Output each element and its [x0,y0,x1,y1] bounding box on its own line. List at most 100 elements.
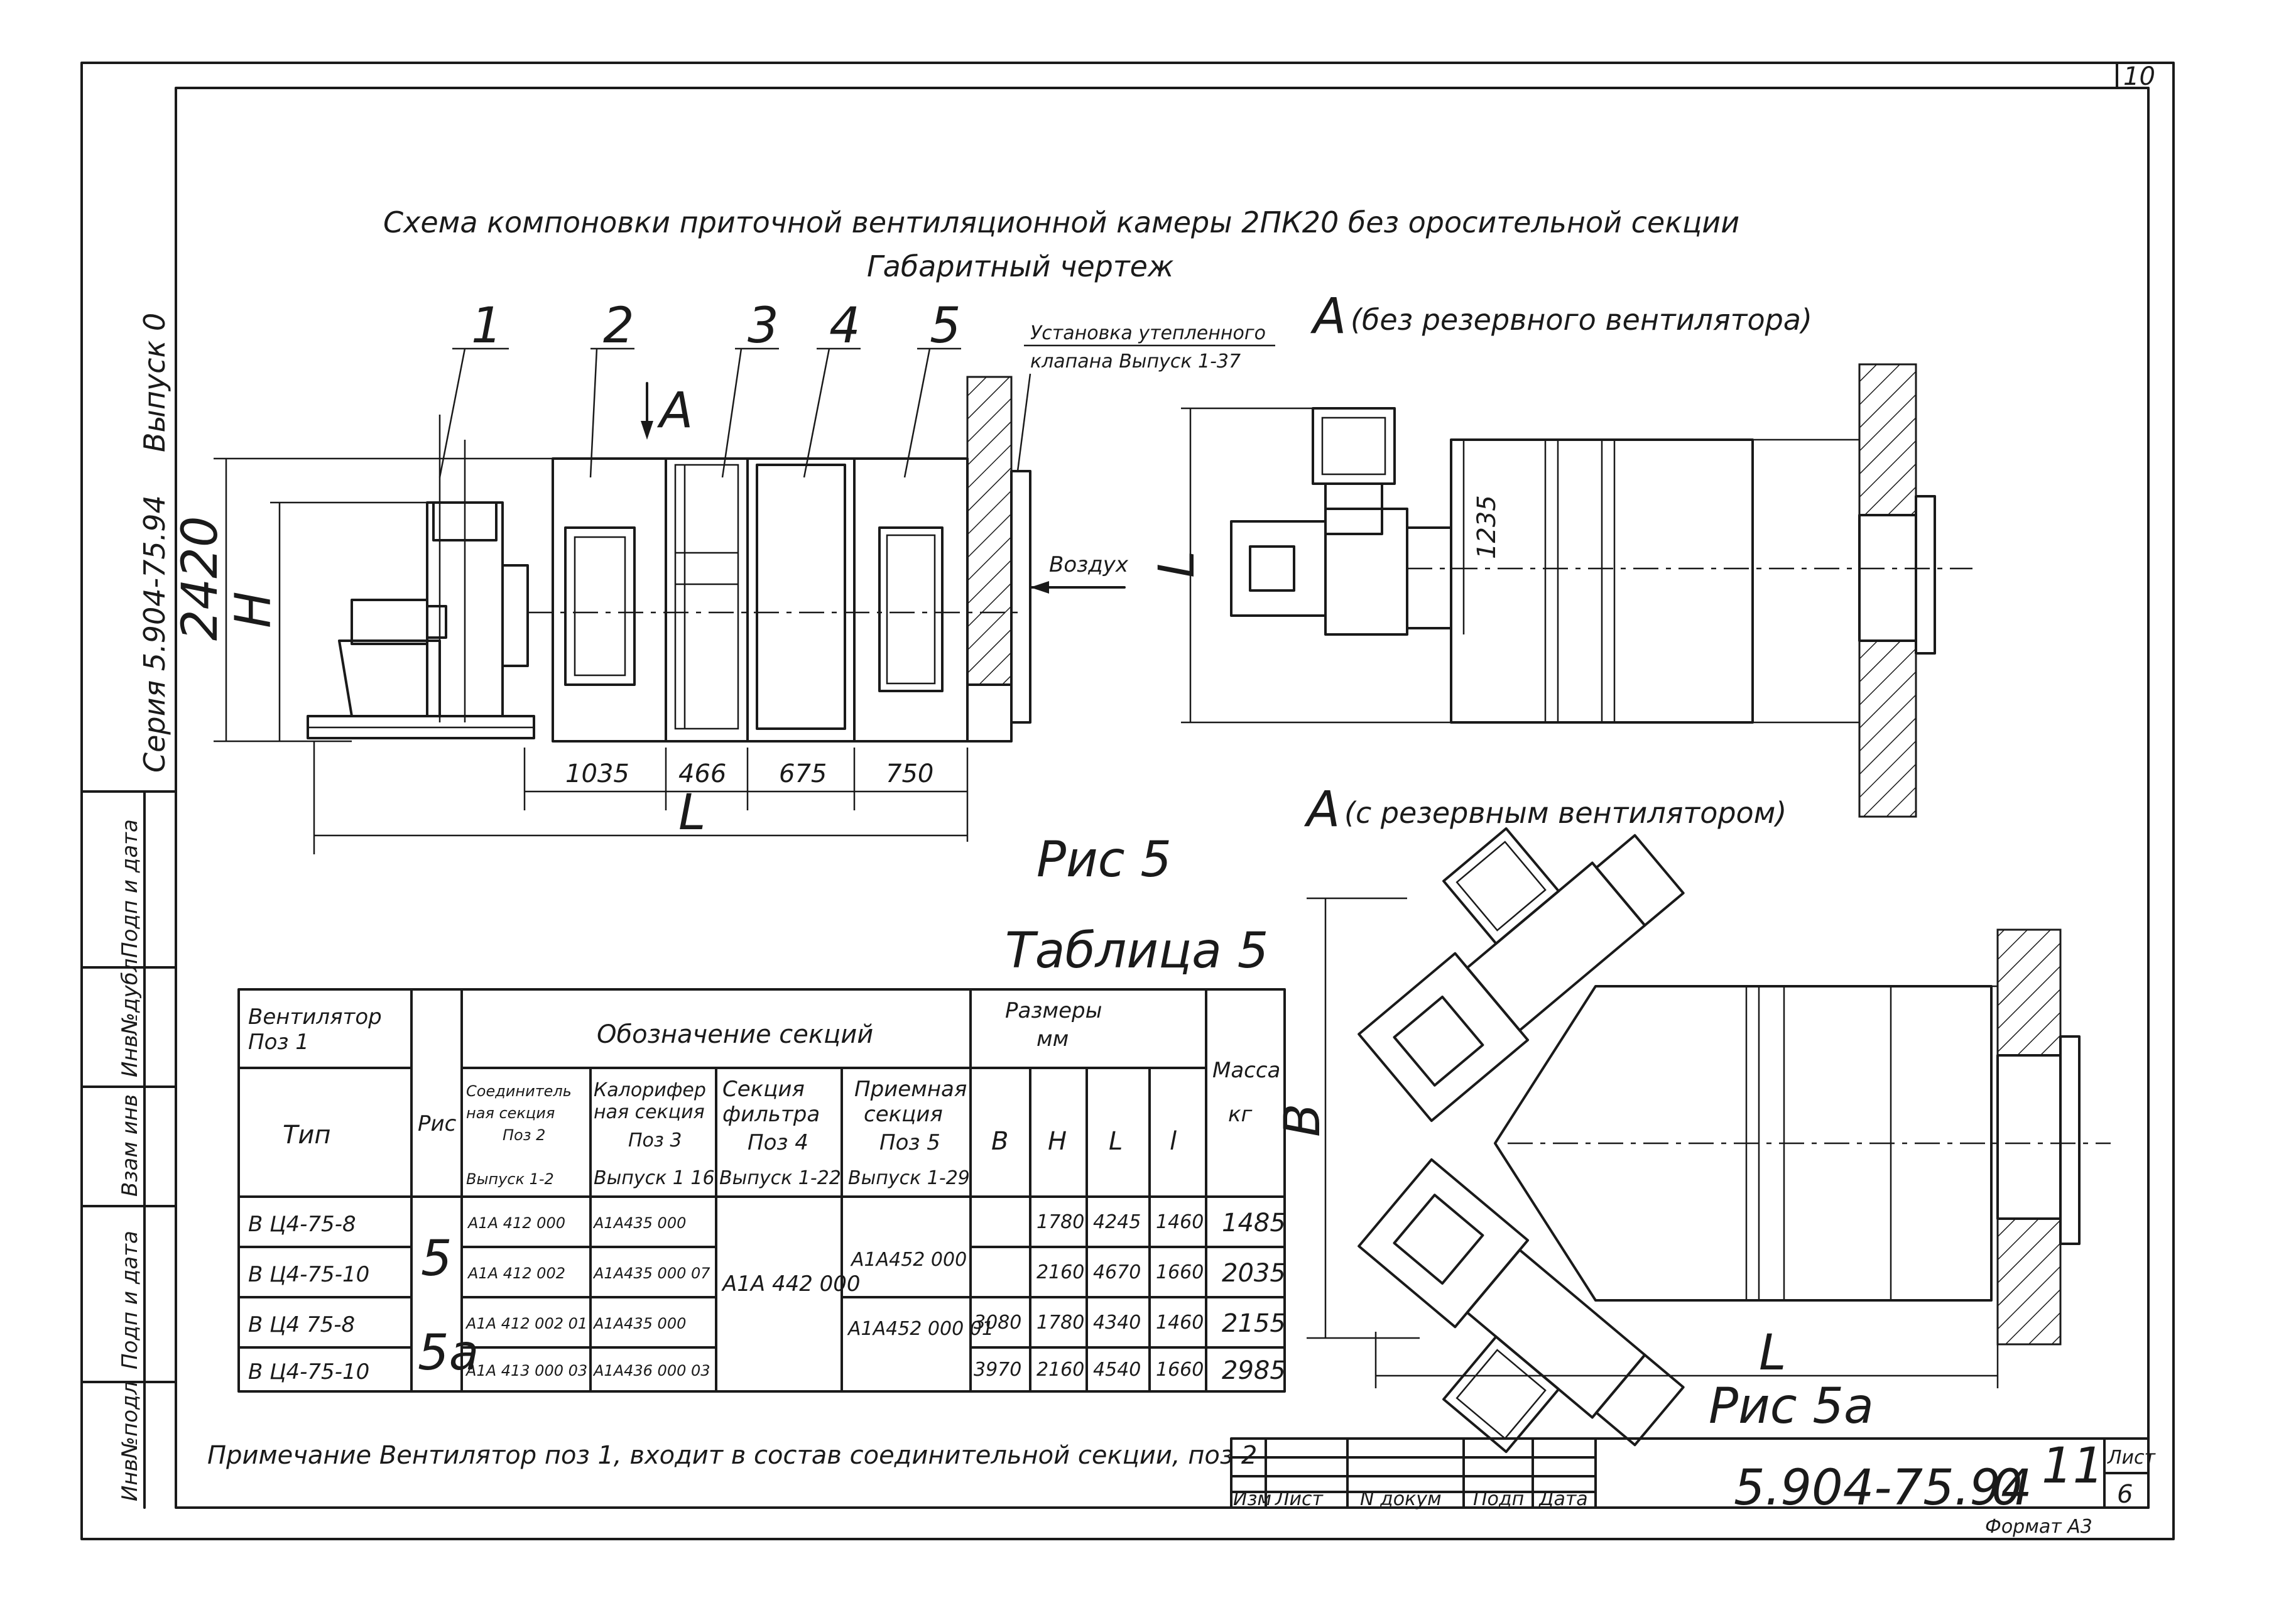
cell-heater: А1А436 000 03 [592,1362,710,1379]
recv-value-2: А1А452 000 01 [847,1318,994,1340]
stamp-col-list: Лист [1275,1488,1324,1510]
sub-recv-1: Приемная [854,1077,967,1102]
cell-b: 3080 [974,1312,1021,1334]
dim-1035: 1035 [565,759,629,788]
sub-filter-3: Поз 4 [748,1130,808,1155]
left-strip: Инв№подл Подп и дата Взам инв Инв№дубл П… [80,313,177,1509]
view-a-with-standby: A (с резервным вентилятором) [1275,781,2111,1454]
table-row: В Ц4-75-8 А1А 412 000 А1А435 000 1780 42… [248,1209,1286,1238]
th-type: Тип [283,1121,331,1150]
air-label: Воздух [1049,552,1129,577]
title-block: Изм Лист N докум Подп Дата 5.904-75.94 0… [1230,1437,2157,1538]
dim-675: 675 [779,759,827,788]
strip-label-4: Инв№дубл [117,959,143,1077]
fig-value-5a: 5а [418,1325,479,1381]
sub-conn-2: ная секция [466,1104,555,1122]
cell-h: 2160 [1036,1261,1084,1283]
position-1: 1 [471,298,503,354]
view-a1-title: (без резервного вентилятора) [1351,303,1812,337]
sub-heat-2: ная секция [594,1101,705,1123]
strip-label-2: Подп и дата [117,1231,143,1369]
th-sections: Обозначение секций [597,1020,873,1049]
cell-l: 1460 [1156,1211,1204,1233]
position-4: 4 [829,298,861,354]
sub-conn-3: Поз 2 [503,1126,545,1144]
cell-l: 1460 [1156,1312,1204,1334]
view-a2-letter: A [1303,781,1340,838]
fig-value-5: 5 [421,1231,452,1287]
sub-heat-4: Выпуск 1 16 [594,1167,715,1189]
cell-L: 4540 [1093,1359,1141,1381]
damper-callout-1: Установка утепленного [1030,322,1266,344]
sub-size-L: L [1109,1127,1123,1156]
footnote: Примечание Вентилятор поз 1, входит в со… [207,1441,1257,1470]
length-l: L [678,785,705,841]
stamp-col-izm: Изм [1233,1488,1271,1510]
sub-size-b: В [991,1127,1008,1156]
fig5a-caption: Рис 5а [1709,1378,1874,1435]
dim-750: 750 [886,759,933,788]
view-a2-dim-l: L [1759,1325,1786,1381]
stamp-sheet-label: Лист [2107,1447,2157,1469]
view-a-without-standby: A (без резервного вентилятора) L 1235 [1149,288,1972,818]
sub-filter-1: Секция [722,1077,805,1102]
view-a2-dim-b: В [1275,1103,1331,1137]
stamp-col-date: Дата [1538,1488,1588,1510]
strip-label-3: Взам инв [117,1094,143,1197]
drawing-subtitle: Габаритный чертеж [867,249,1174,283]
stamp-issue: 0 [1991,1460,2023,1516]
th-mass-1: Масса [1212,1058,1280,1083]
th-mass-2: кг [1228,1102,1253,1127]
table-row: В Ц4 75-8 А1А 412 002 01 А1А435 000 3080… [248,1309,1286,1338]
strip-label-1: Инв№подл [117,1381,143,1501]
cell-h: 2160 [1036,1359,1084,1381]
th-fig: Рис [418,1111,457,1136]
position-5: 5 [930,298,961,354]
cell-l: 1660 [1156,1359,1204,1381]
table-5: Таблица 5 Вентилятор Поз 1 Тип Рис Обозн… [237,923,1286,1393]
table-caption: Таблица 5 [1005,923,1268,979]
damper-callout-2: клапана Выпуск 1-37 [1030,351,1241,373]
position-2: 2 [603,298,634,354]
cell-heater: А1А435 000 [592,1214,686,1232]
sub-recv-4: Выпуск 1-29 [848,1167,970,1189]
position-leaders: 1 2 3 4 5 [438,298,961,478]
sub-filter-2: фильтра [722,1102,820,1127]
fig5-elevation: 1 2 3 4 5 A Установка утепленного клапан… [172,298,1275,888]
cell-type: В Ц4-75-8 [248,1212,356,1237]
sub-recv-2: секция [864,1102,943,1127]
cell-mass: 1485 [1222,1209,1286,1238]
recv-value-1: А1А452 000 [850,1249,967,1271]
sub-conn-4: Выпуск 1-2 [466,1170,554,1188]
cell-mass: 2155 [1222,1309,1286,1338]
cell-type: В Ц4-75-10 [248,1262,369,1287]
cell-conn: А1А 412 000 [467,1214,565,1232]
position-3: 3 [748,298,779,354]
sub-filter-4: Выпуск 1-22 [719,1167,841,1189]
drawing-title: Схема компоновки приточной вентиляционно… [383,205,1739,239]
dim-466: 466 [678,759,726,788]
series-label: Серия 5.904-75.94 [138,495,171,773]
view-a1-letter: A [1310,288,1346,345]
th-sizes-1: Размеры [1005,998,1102,1023]
th-sizes-2: мм [1036,1026,1069,1052]
stamp-handwritten-sheet: 11 [2042,1438,2104,1494]
th-fan-2: Поз 1 [248,1030,309,1055]
view-a1-dim-1235: 1235 [1472,495,1501,559]
table-row: В Ц4-75-10 А1А 412 002 А1А435 000 07 — 2… [248,1234,1286,1288]
sheet-number: 10 [2123,62,2155,91]
cell-h: 1780 [1036,1211,1084,1233]
cell-L: 4670 [1093,1261,1141,1283]
table-row: В Ц4-75-10 А1А 413 000 03 А1А436 000 03 … [248,1356,1286,1385]
view-a2-title: (с резервным вентилятором) [1344,796,1787,830]
cell-mass: 2985 [1222,1356,1286,1385]
sub-recv-3: Поз 5 [879,1130,940,1155]
view-a1-dim-l: L [1149,551,1205,578]
strip-label-5: Подп и дата [117,819,143,958]
stamp-code: 5.904-75.94 [1734,1460,2032,1516]
cell-type: В Ц4-75-10 [248,1359,369,1385]
cell-L: 4245 [1093,1211,1141,1233]
stamp-format: Формат А3 [1985,1516,2092,1538]
cell-b: — [989,1234,1011,1259]
